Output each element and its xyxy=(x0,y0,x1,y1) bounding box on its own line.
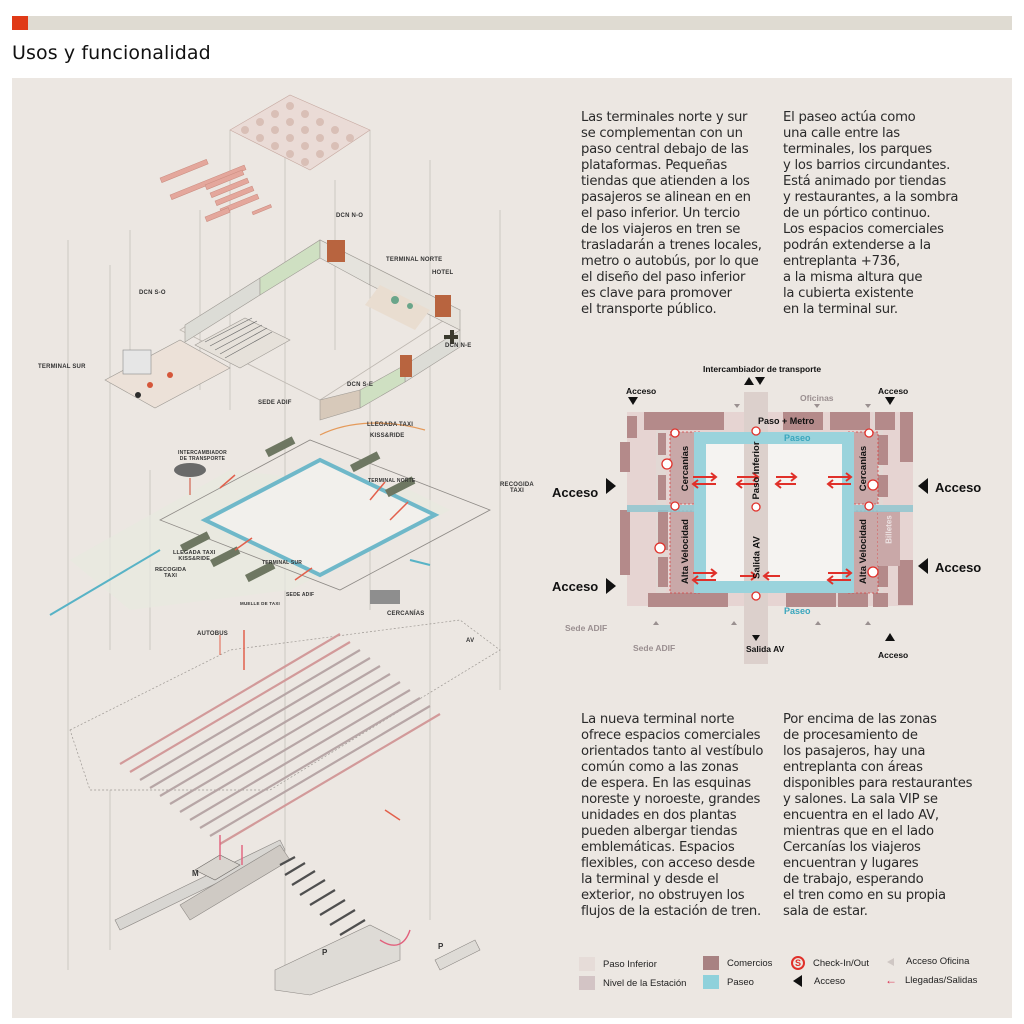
axo-label-dcn-so: DCN S-O xyxy=(139,290,166,296)
platforms-level xyxy=(69,590,501,845)
concourse-level xyxy=(49,422,491,616)
axo-label-cercanias: CERCANÍAS xyxy=(387,611,425,617)
arrow-left-icon: ← xyxy=(885,973,897,987)
plan-label-alta-velocidad-west: Alta Velocidad xyxy=(680,519,691,584)
axo-label-sede-adif-2: SEDE ADIF xyxy=(286,592,315,598)
plan-label-billetes: Billetes xyxy=(884,515,894,544)
comercios-blocks xyxy=(620,412,913,607)
legend-label: Nivel de la Estación xyxy=(603,977,687,989)
text-block-col1-top: Las terminales norte y sur se complement… xyxy=(581,110,762,317)
legend-item-llegadas-salidas: ← Llegadas/Salidas xyxy=(885,974,977,986)
plan-label-salida-av: Salida AV xyxy=(746,644,785,654)
plan-label-intercambiador: Intercambiador de transporte xyxy=(703,364,822,374)
axo-label-llegada-taxi: LLEGADA TAXI xyxy=(367,422,414,428)
legend-item-nivel-estacion: Nivel de la Estación xyxy=(579,976,686,990)
axonometric-svg xyxy=(49,94,501,996)
legend-item-comercios: Comercios xyxy=(703,956,772,970)
axo-label-terminal-sur-2: TERMINAL SUR xyxy=(262,560,303,566)
plan-label-acceso-nw: Acceso xyxy=(626,386,657,396)
axo-label-recogida-taxi-right: RECOGIDA TAXI xyxy=(500,482,534,494)
underground-level xyxy=(114,835,481,996)
access-triangles xyxy=(606,377,928,641)
legend-item-checkin: S Check-In/Out xyxy=(791,956,869,970)
plan-label-oficinas: Oficinas xyxy=(800,393,834,403)
plan-label-salida-av-vertical: Salida AV xyxy=(751,536,763,579)
axo-label-muelle-taxi: MUELLE DE TAXI xyxy=(240,601,280,606)
top-rule-bar xyxy=(12,16,1012,30)
swatch-comercios-icon xyxy=(703,956,719,970)
axonometric-drawing: DCN N-O TERMINAL NORTE HOTEL DCN S-O TER… xyxy=(30,90,550,1010)
legend-label: Paso Inferior xyxy=(603,958,657,970)
plan-label-paseo-bottom: Paseo xyxy=(784,606,811,616)
axo-label-llegada-taxi-kiss-ride: LLEGADA TAXI KISS&RIDE xyxy=(173,550,216,562)
axo-label-dcn-no: DCN N-O xyxy=(336,213,364,219)
axo-label-dcn-se: DCN S-E xyxy=(347,382,374,388)
section-title: Usos y funcionalidad xyxy=(12,42,211,64)
axo-label-terminal-norte: TERMINAL NORTE xyxy=(386,257,443,263)
axo-label-terminal-sur: TERMINAL SUR xyxy=(38,364,86,370)
axo-label-av: AV xyxy=(466,638,475,644)
legend-label: Acceso xyxy=(814,975,846,987)
section-accent-square xyxy=(12,16,28,30)
axo-label-parking-main: P xyxy=(322,948,328,957)
plan-label-sede-adif-south: Sede ADIF xyxy=(633,643,676,653)
plan-svg xyxy=(606,377,928,664)
plan-label-paso-inferior: Paso inferior xyxy=(751,441,762,500)
axo-label-autobus: AUTOBUS xyxy=(197,631,228,637)
buildings-level xyxy=(104,239,461,421)
swatch-paso-inferior-icon xyxy=(579,957,595,971)
text-block-col2-top: El paseo actúa como una calle entre las … xyxy=(783,110,959,317)
billetes-block xyxy=(878,511,900,566)
axo-label-dcn-ne: DCN N-E xyxy=(445,343,472,349)
arrival-departure-arrows xyxy=(691,472,853,585)
plan-label-acceso-se: Acceso xyxy=(878,650,909,660)
plan-label-acceso-east-2: Acceso xyxy=(935,560,982,575)
legend-item-acceso-oficina: Acceso Oficina xyxy=(887,956,969,967)
axo-label-kiss-ride: KISS&RIDE xyxy=(370,433,405,439)
plan-label-paso-metro: Paso + Metro xyxy=(758,416,815,426)
triangle-left-icon xyxy=(793,975,802,987)
checkin-icons xyxy=(654,426,879,601)
plan-label-sede-adif-west: Sede ADIF xyxy=(565,623,608,633)
legend-label: Acceso Oficina xyxy=(906,956,970,967)
legend-label: Llegadas/Salidas xyxy=(905,974,978,986)
legend-item-acceso: Acceso xyxy=(793,975,845,987)
legend: Paso Inferior Nivel de la Estación Comer… xyxy=(575,955,1005,995)
legend-label: Check-In/Out xyxy=(813,957,869,969)
plan-label-cercanias-west: Cercanías xyxy=(680,445,691,492)
plan-label-acceso-west-2: Acceso xyxy=(552,579,599,594)
plan-label-alta-velocidad-east: Alta Velocidad xyxy=(858,519,869,584)
checkin-icon: S xyxy=(791,956,805,970)
plan-label-acceso-west-1: Acceso xyxy=(552,485,599,500)
axo-label-sede-adif: SEDE ADIF xyxy=(258,400,292,406)
plan-label-cercanias-east: Cercanías xyxy=(858,445,869,492)
roof-tubes xyxy=(159,158,272,222)
legend-item-paso-inferior: Paso Inferior xyxy=(579,957,657,971)
station-plan-diagram: Intercambiador de transporte Acceso Acce… xyxy=(548,360,1008,665)
plan-label-acceso-east-1: Acceso xyxy=(935,480,982,495)
axo-label-hotel: HOTEL xyxy=(432,270,454,276)
legend-item-paseo: Paseo xyxy=(703,975,754,989)
text-block-col2-bottom: Por encima de las zonas de procesamiento… xyxy=(783,712,973,919)
canopy-trees xyxy=(229,94,371,171)
office-triangles xyxy=(653,404,871,625)
text-block-col1-bottom: La nueva terminal norte ofrece espacios … xyxy=(581,712,764,919)
legend-label: Paseo xyxy=(727,976,754,988)
swatch-nivel-estacion-icon xyxy=(579,976,595,990)
small-triangle-icon xyxy=(887,957,894,966)
plan-label-paseo-top: Paseo xyxy=(784,433,811,443)
axo-label-recogida-taxi-left: RECOGIDA TAXI xyxy=(155,567,187,579)
axo-label-parking-small: P xyxy=(438,942,444,951)
axo-label-metro: M xyxy=(192,869,199,878)
axo-label-intercambiador: INTERCAMBIADOR DE TRANSPORTE xyxy=(178,450,227,462)
swatch-paseo-icon xyxy=(703,975,719,989)
axo-label-terminal-norte-2: TERMINAL NORTE xyxy=(368,478,416,484)
legend-label: Comercios xyxy=(727,957,773,969)
plan-label-acceso-ne: Acceso xyxy=(878,386,909,396)
